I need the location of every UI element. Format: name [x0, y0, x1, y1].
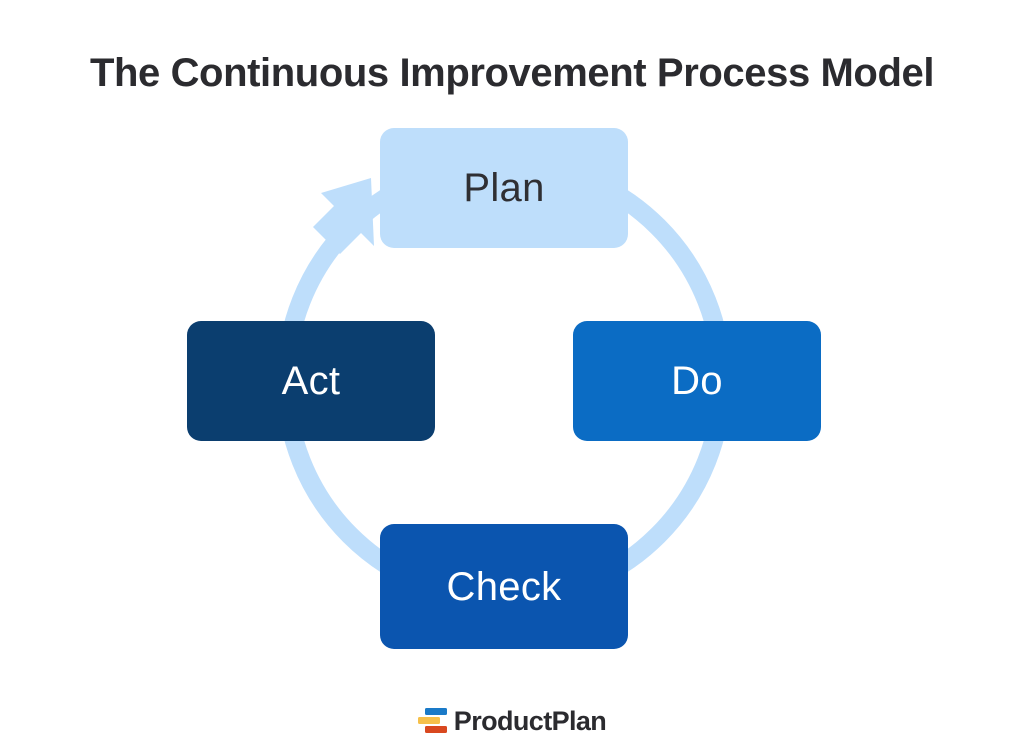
continuous-improvement-cycle-diagram: Plan Do Check Act [0, 95, 1024, 675]
stage-label-do: Do [671, 359, 723, 403]
page-title: The Continuous Improvement Process Model [89, 50, 935, 95]
stage-box-act[interactable]: Act [187, 321, 435, 441]
stage-label-plan: Plan [463, 166, 545, 210]
stage-box-check[interactable]: Check [380, 524, 628, 649]
logo-bar-yellow-icon [417, 717, 440, 724]
stage-box-plan[interactable]: Plan [380, 128, 628, 248]
logo-bar-blue-icon [424, 708, 447, 715]
stage-box-do[interactable]: Do [573, 321, 821, 441]
cycle-arrowhead-icon [313, 178, 374, 254]
stage-label-act: Act [281, 359, 341, 403]
productplan-logo-mark-icon [417, 707, 447, 735]
productplan-logo: ProductPlan [0, 707, 1024, 735]
stage-label-check: Check [446, 564, 562, 609]
logo-bar-red-icon [424, 726, 447, 733]
productplan-wordmark: ProductPlan [453, 705, 607, 736]
